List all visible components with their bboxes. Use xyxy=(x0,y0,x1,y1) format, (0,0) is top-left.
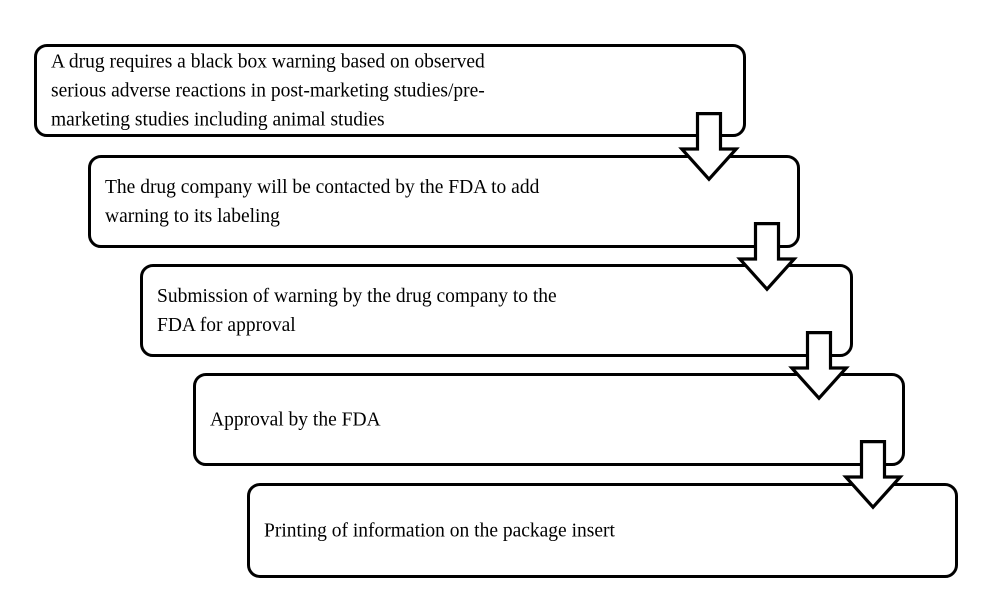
flowchart-step-box-2[interactable]: The drug company will be contacted by th… xyxy=(88,155,800,248)
flowchart-step-label-5: Printing of information on the package i… xyxy=(264,520,615,541)
down-arrow-icon-4[interactable] xyxy=(842,440,904,510)
flowchart-step-label-3: Submission of warning by the drug compan… xyxy=(157,285,557,336)
flowchart-step-box-3[interactable]: Submission of warning by the drug compan… xyxy=(140,264,853,357)
flowchart-step-label-1: A drug requires a black box warning base… xyxy=(51,51,485,130)
down-arrow-icon-3[interactable] xyxy=(788,331,850,401)
down-arrow-icon-2[interactable] xyxy=(736,222,798,292)
down-arrow-icon-1[interactable] xyxy=(678,112,740,182)
flowchart-step-label-4: Approval by the FDA xyxy=(210,409,381,430)
flowchart-step-box-1[interactable]: A drug requires a black box warning base… xyxy=(34,44,746,137)
flowchart-step-box-4[interactable]: Approval by the FDA xyxy=(193,373,905,466)
flowchart-step-label-2: The drug company will be contacted by th… xyxy=(105,176,540,227)
flowchart-step-box-5[interactable]: Printing of information on the package i… xyxy=(247,483,958,578)
